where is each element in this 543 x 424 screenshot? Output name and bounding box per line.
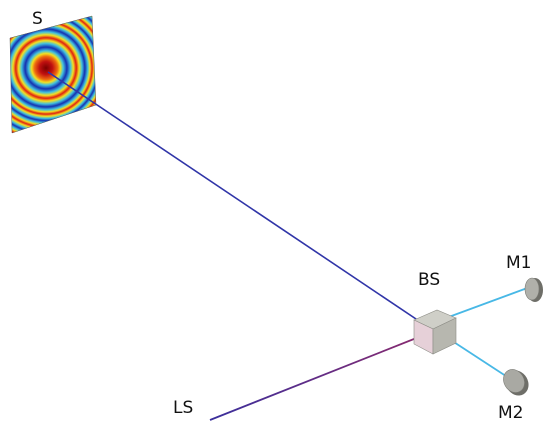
label-laser-source: LS	[173, 398, 193, 418]
beam-arm-m1	[445, 286, 531, 319]
round-mirror-icon	[524, 277, 543, 302]
mirror-m2	[503, 369, 529, 396]
label-mirror-m1: M1	[506, 253, 531, 273]
beam-from-laser	[209, 334, 425, 421]
label-beam-splitter: BS	[418, 270, 440, 290]
label-screen: S	[32, 9, 43, 29]
beam-to-screen	[47, 71, 423, 324]
mirror-m1	[524, 277, 543, 302]
label-mirror-m2: M2	[498, 403, 523, 423]
round-mirror-icon	[503, 369, 529, 396]
cube-beam-splitter-icon	[413, 309, 457, 355]
